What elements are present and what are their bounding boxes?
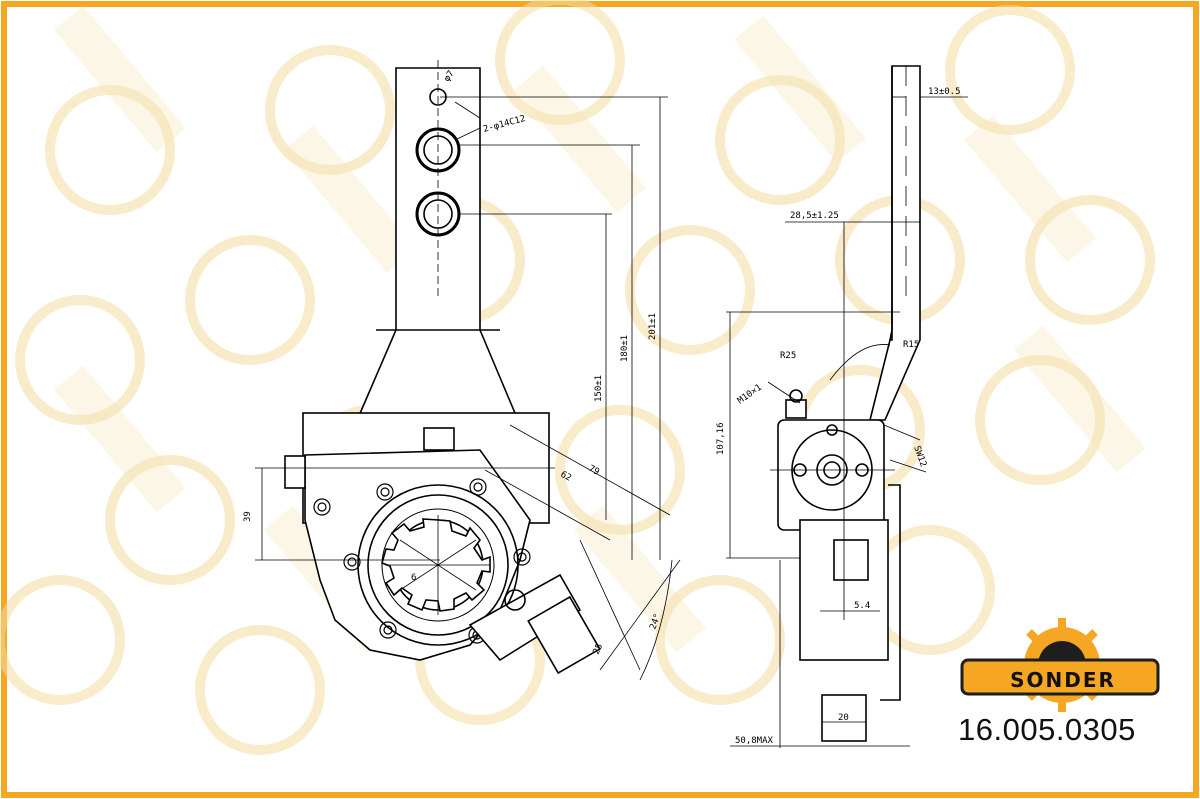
front-view bbox=[255, 60, 681, 681]
dim-201: 201±1 bbox=[648, 313, 658, 340]
dim-m10: M10×1 bbox=[736, 383, 764, 407]
part-number: 16.005.0305 bbox=[958, 712, 1136, 747]
dim-28-5: 28,5±1.25 bbox=[790, 211, 839, 221]
dim-79: 79 bbox=[587, 464, 601, 478]
dim-6: 6 bbox=[411, 573, 416, 583]
dim-r25: R25 bbox=[780, 351, 796, 361]
dim-r15: R15 bbox=[903, 340, 919, 350]
brand-name: SONDER bbox=[1010, 668, 1116, 692]
brand-logo bbox=[960, 618, 1160, 712]
dim-13: 13±0.5 bbox=[928, 87, 961, 97]
dim-holes-label: 2-φ14C12 bbox=[482, 114, 526, 135]
dim-39: 39 bbox=[243, 511, 253, 522]
dim-107: 107,16 bbox=[716, 422, 726, 455]
dim-62: 62 bbox=[559, 470, 573, 484]
dim-50-8: 50,8MAX bbox=[735, 736, 774, 746]
dim-150: 150±1 bbox=[594, 375, 604, 402]
dim-5-4: 5.4 bbox=[854, 601, 870, 611]
side-view bbox=[726, 65, 968, 748]
dim-180: 180±1 bbox=[620, 335, 630, 362]
dim-20: 20 bbox=[838, 713, 849, 723]
dim-25: 25 bbox=[592, 642, 606, 656]
